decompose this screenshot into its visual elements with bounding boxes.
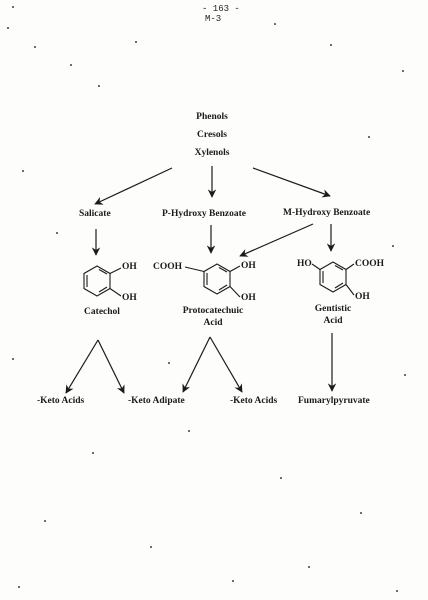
gentistic-name-line2: Acid — [323, 316, 343, 326]
scan-speck — [98, 85, 100, 87]
scan-speck — [392, 245, 394, 247]
scan-speck — [135, 41, 137, 43]
arrow-to-m-hydroxy — [252, 167, 331, 198]
gentistic-cooh: COOH — [355, 259, 385, 269]
scan-speck — [188, 430, 190, 432]
source-phenols: Phenols — [196, 112, 228, 122]
arrow-to-salicate — [94, 167, 173, 205]
gentistic-oh: OH — [355, 292, 370, 302]
scan-speck — [402, 70, 404, 72]
catechol-oh-bottom: OH — [122, 293, 137, 303]
gentistic-ho: HO — [297, 259, 312, 269]
section-code: M-3 — [205, 14, 222, 24]
scan-speck — [368, 136, 370, 138]
scan-speck — [308, 566, 310, 568]
source-cresols: Cresols — [197, 130, 227, 140]
protocatechuic-oh-bottom: OH — [241, 293, 256, 303]
scan-speck — [56, 232, 58, 234]
product-keto-acids-left: -Keto Acids — [37, 396, 85, 406]
page-number: - 163 - — [202, 4, 240, 14]
scan-speck — [280, 477, 282, 479]
source-xylenols: Xylenols — [194, 148, 230, 158]
scan-speck — [22, 170, 24, 172]
catechol-name: Catechol — [84, 307, 120, 317]
intermediate-salicate: Salicate — [79, 209, 111, 219]
scan-speck — [12, 6, 14, 8]
arrow-protocatechuic-to-keto-adipate — [182, 336, 211, 393]
scan-speck — [92, 452, 94, 454]
gentistic-name-line1: Gentistic — [314, 304, 352, 314]
scan-speck — [274, 23, 276, 25]
catechol-oh-top: OH — [122, 262, 137, 272]
scan-speck — [360, 512, 362, 514]
scan-speck — [168, 362, 170, 364]
arrow-protocatechuic-to-keto-acids — [209, 336, 243, 393]
protocatechuic-ring — [184, 263, 241, 298]
protocatechuic-cooh: COOH — [153, 262, 183, 272]
scan-speck — [150, 546, 152, 548]
intermediate-p-hydroxy-benzoate: P-Hydroxy Benzoate — [162, 209, 246, 219]
scan-speck — [404, 374, 406, 376]
scan-speck — [330, 44, 332, 46]
intermediate-m-hydroxy-benzoate: M-Hydroxy Benzoate — [283, 208, 371, 218]
scan-speck — [7, 27, 9, 29]
product-keto-acids-right: -Keto Acids — [230, 396, 278, 406]
gentistic-ring — [311, 261, 355, 296]
product-fumarylpyruvate: Fumarylpyruvate — [298, 396, 370, 406]
catechol-ring — [83, 265, 122, 297]
arrow-catechol-to-keto-acids — [65, 339, 99, 394]
scan-speck — [34, 46, 36, 48]
protocatechuic-name-line1: Protocatechuic — [182, 306, 244, 316]
protocatechuic-oh-top: OH — [241, 261, 256, 271]
protocatechuic-name-line2: Acid — [203, 318, 223, 328]
scan-speck — [70, 64, 72, 66]
arrow-m-hydroxy-to-protocatechuic — [239, 223, 314, 257]
arrow-catechol-to-keto-adipate — [97, 339, 125, 394]
product-keto-adipate: -Keto Adipate — [128, 396, 185, 406]
scan-speck — [232, 580, 234, 582]
scan-speck — [44, 520, 46, 522]
scan-speck — [18, 586, 20, 588]
scan-speck — [12, 358, 14, 360]
scan-speck — [396, 590, 398, 592]
